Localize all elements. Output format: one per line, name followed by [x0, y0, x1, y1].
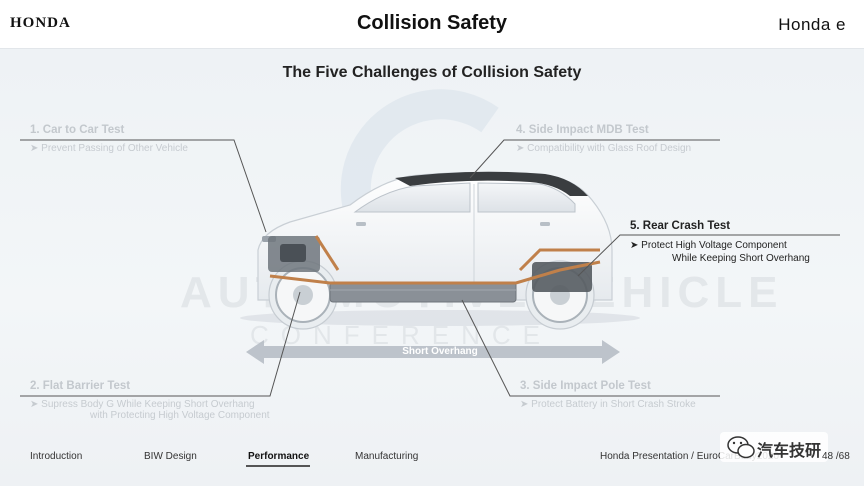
callout-title: 4. Side Impact MDB Test [516, 124, 649, 136]
footer-presentation: Honda Presentation / EuroCarBody2020 [600, 451, 780, 462]
leader-line-4 [469, 139, 720, 179]
callout-desc2: While Keeping Short Overhang [672, 253, 810, 264]
callout-title: 3. Side Impact Pole Test [520, 380, 651, 392]
nav-active-underline [246, 465, 310, 467]
nav-item-introduction[interactable]: Introduction [30, 451, 83, 462]
copper-frame-floor [269, 260, 601, 285]
page-title: Collision Safety [356, 12, 508, 34]
car-roof [395, 171, 588, 196]
rear-motor [532, 262, 592, 292]
leader-line-1 [20, 139, 267, 233]
callout-side-mdb: 4. Side Impact MDB Test ➤ Compatibility … [516, 124, 691, 154]
page-number: 48 /68 [822, 451, 850, 462]
callout-title: 5. Rear Crash Test [630, 220, 731, 232]
door-handle-front [356, 222, 366, 226]
bullet-arrow-icon: ➤ [520, 399, 529, 410]
callout-flat-barrier: 2. Flat Barrier Test ➤ Supress Body G Wh… [30, 380, 270, 421]
nav-item-manufacturing[interactable]: Manufacturing [355, 451, 419, 462]
honda-e-logo: Honda e [778, 15, 846, 34]
callout-desc2: with Protecting High Voltage Component [90, 410, 270, 421]
callout-desc: Supress Body G While Keeping Short Overh… [41, 399, 255, 410]
callout-side-pole: 3. Side Impact Pole Test ➤ Protect Batte… [520, 380, 696, 410]
leader-line-5 [577, 234, 840, 277]
callout-desc: Compatibility with Glass Roof Design [527, 143, 692, 154]
bullet-arrow-icon: ➤ [630, 240, 639, 251]
callout-desc: Protect Battery in Short Crash Stroke [531, 399, 696, 410]
car-window-front [353, 182, 471, 213]
callout-rear-crash: 5. Rear Crash Test ➤ Protect High Voltag… [630, 220, 810, 264]
front-pdu [280, 244, 306, 262]
leader-line-3 [461, 299, 720, 397]
slide-subtitle: The Five Challenges of Collision Safety [282, 64, 582, 81]
bullet-arrow-icon: ➤ [30, 399, 39, 410]
callout-desc: Prevent Passing of Other Vehicle [41, 143, 188, 154]
door-handle-rear [540, 222, 550, 226]
nav-item-biw-design[interactable]: BIW Design [144, 451, 197, 462]
bullet-arrow-icon: ➤ [516, 143, 525, 154]
wechat-account-label: 汽车技研 [757, 443, 822, 460]
car-window-rear [477, 182, 576, 213]
callout-desc: Protect High Voltage Component [641, 240, 787, 251]
double-arrow-shape [246, 340, 620, 364]
header-bar: HONDA Collision Safety Honda e [0, 0, 864, 49]
callout-car-to-car: 1. Car to Car Test ➤ Prevent Passing of … [30, 124, 188, 154]
short-overhang-label: Short Overhang [402, 346, 478, 357]
nav-item-performance[interactable]: Performance [248, 451, 310, 462]
copper-frame-rear [518, 248, 600, 272]
callout-title: 2. Flat Barrier Test [30, 380, 131, 392]
bullet-arrow-icon: ➤ [30, 143, 39, 154]
callout-title: 1. Car to Car Test [30, 124, 125, 136]
honda-logo: HONDA [10, 15, 71, 31]
copper-frame-front [314, 235, 340, 271]
leader-line-2 [20, 291, 301, 397]
